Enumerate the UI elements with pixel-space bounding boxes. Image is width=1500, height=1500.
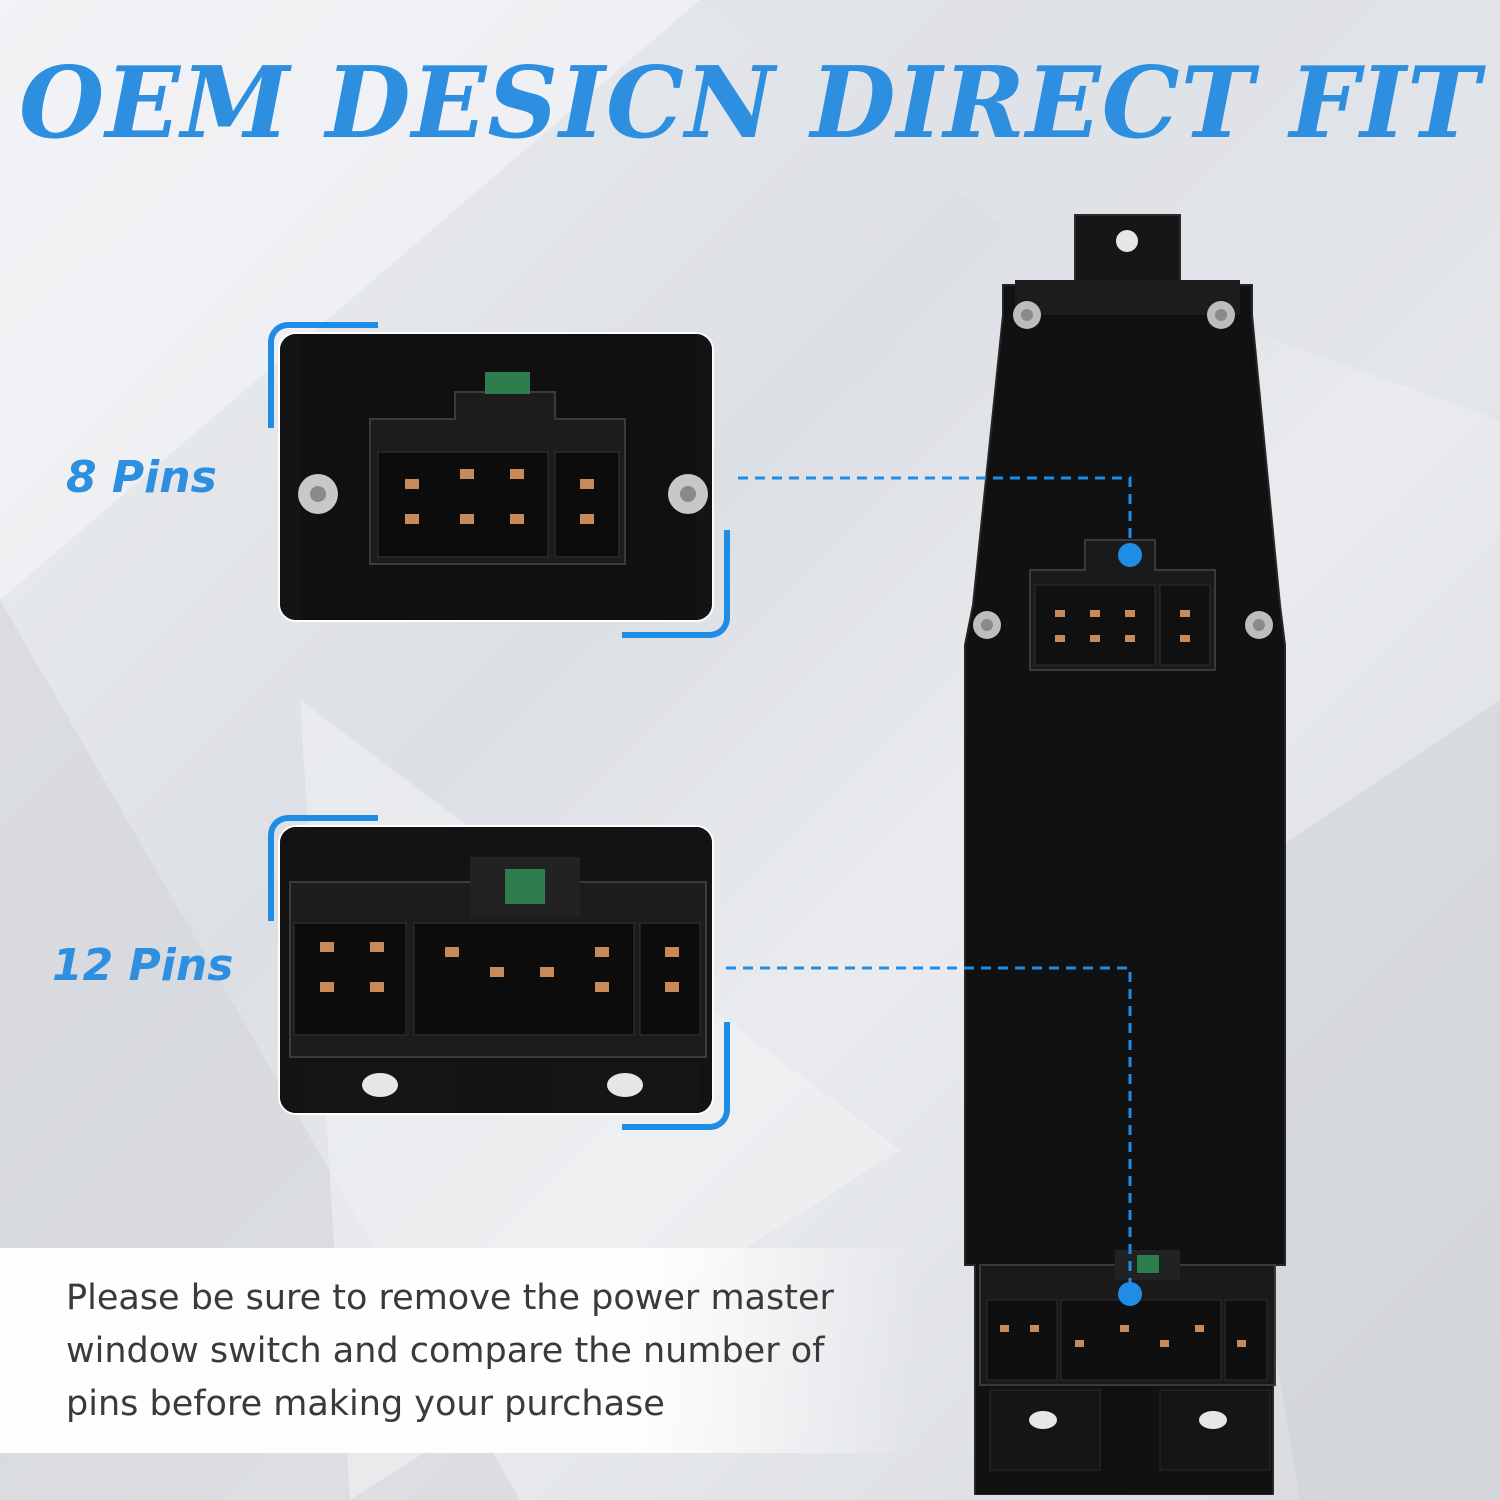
note-background [0, 1248, 920, 1453]
twelve-pin-callout-line [726, 966, 1142, 1306]
twelve-pin-bracket-top-left [268, 815, 378, 921]
eight-pins-label: 8 Pins [66, 452, 217, 503]
twelve-pin-connector-closeup [280, 827, 712, 1113]
eight-pin-bracket-bottom-right [622, 530, 730, 638]
twelve-pin-zoom-panel [278, 825, 714, 1115]
screw-icon [973, 301, 1273, 639]
eight-pin-connector-on-product [1029, 539, 1216, 671]
eight-pin-callout-line [738, 476, 1142, 567]
eight-pin-zoom-panel [278, 332, 714, 622]
eight-pin-connector-closeup [280, 334, 712, 620]
purchase-note: Please be sure to remove the power maste… [66, 1278, 834, 1424]
window-switch-product [964, 214, 1286, 1495]
eight-pin-bracket-top-left [268, 322, 378, 428]
twelve-pins-label: 12 Pins [52, 940, 234, 991]
headline: OEM DESICN DIRECT FIT [18, 46, 1481, 161]
twelve-pin-bracket-bottom-right [622, 1022, 730, 1130]
